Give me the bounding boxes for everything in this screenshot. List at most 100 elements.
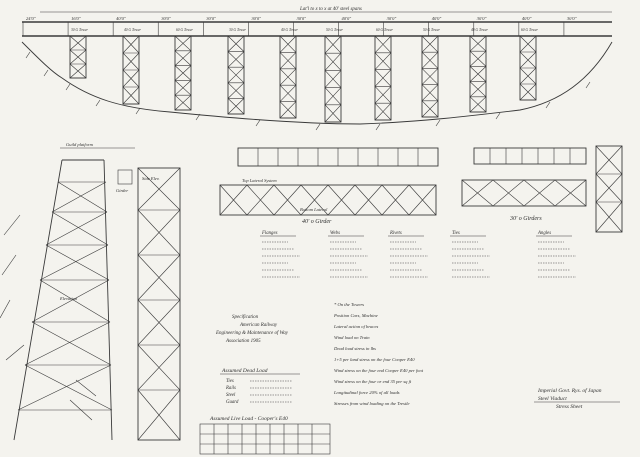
tower-bracing [174,35,192,111]
span-dimension: 40'0" [522,16,532,21]
dead-load-row: Guard [226,400,239,405]
note-line: Stresses from wind loading on the Trestl… [334,401,410,406]
tower-bracing [69,35,87,79]
span-dimension: 16'0" [71,16,81,21]
tower-bracing [421,35,439,118]
title-block: Imperial Govt. Rys. of Japan Steel Viadu… [534,387,620,410]
stress-table-title: Ties [452,231,460,236]
title-line-2: Steel Viaduct [538,396,567,402]
girder-40-plan [219,184,437,216]
ground-hatching [25,51,591,131]
note-line: * On the Towers [334,302,364,307]
tower-legs-elevation [13,159,113,441]
cross-frame [595,145,623,233]
tower-detail-label-a: Elevation [59,296,78,301]
tower-label: 50 G Tower [326,28,343,32]
note-line: Longitudinal force 20% of all loads [333,390,400,395]
tower-label: 60 G Tower [176,28,193,32]
ground-profile [21,41,613,125]
tower-label: 60 G Tower [376,28,393,32]
stress-table-values [390,241,428,278]
tower-detail-label-top: Guild platform [66,142,94,147]
elevation-top-note: Lat'l to x to x at 40' steel spans [299,7,362,12]
girder-section [117,169,133,185]
spec-line-3: Engineering & Maintenance of Way [215,331,289,336]
live-load-grid-lines [200,424,330,454]
tower-detail: Guild platform Elevation Side Elev. Gird… [0,142,181,441]
girder-30-stiffeners [489,148,571,164]
stress-table-values [330,241,368,278]
tower-bracing-side [137,167,181,441]
tower-label: 50 G Tower [423,28,440,32]
live-load-table: Assumed Live Load - Cooper's E40 [199,415,331,455]
span-dimension: 24'0" [26,16,36,21]
girder-40-stiffeners [257,148,419,166]
span-dimension: 40'0" [342,16,352,21]
title-line-1: Imperial Govt. Rys. of Japan [537,387,602,394]
tower-label: 60 G Tower [521,28,538,32]
span-dimension: 30'0" [567,16,577,21]
title-line-3: Stress Sheet [556,404,583,410]
annotation-leaders [0,214,97,421]
trestle-towers: 30 G Tower 40 G Tower 60 G Tower 30 G Tower… [69,28,538,123]
girder-30-detail: 30' o Girders [461,145,623,233]
tower-label: 30 G Tower [71,28,88,32]
tower-label: 40 G Tower [281,28,298,32]
dead-load-row: Rails [225,386,236,391]
note-line: 1+5 per land stress on the four Cooper E… [334,357,415,362]
note-line: Dead load stress in lbs [333,346,376,351]
girder-30-plan [461,179,587,207]
girder-40-bottom-label: Bottom Lateral [300,207,328,212]
stress-table-values [262,241,300,278]
tower-label: 40 G Tower [124,28,141,32]
span-dimension: 30'0" [387,16,397,21]
viaduct-elevation: Lat'l to x to x at 40' steel spans 24'0"… [21,7,613,131]
tower-bracing [374,35,392,121]
stress-table-title: Flanges [261,231,278,236]
stress-table-title: Angles [537,231,551,236]
tower-detail-label-c: Girder [116,188,128,193]
tower-bracing [279,35,297,119]
span-dimension: 40'0" [432,16,442,21]
span-dimension: 30'0" [296,16,306,21]
span-dimension: 40'0" [116,16,126,21]
girder-40-lateral-bracing [219,184,437,216]
dead-load-title: Assumed Dead Load [221,368,268,374]
girder-30-lateral-bracing [461,179,587,207]
specification-note: Specification American Railway Engineeri… [215,315,289,344]
spec-line-2: American Railway [239,323,278,328]
tower-detail-label-b: Side Elev. [142,176,160,181]
span-dimension-labels: 24'0" 16'0" 40'0" 30'0" 30'0" 30'0" 30'0" 40'0"… [22,16,577,36]
spec-line-1: Specification [232,315,259,320]
tower-bracing [469,35,487,113]
tower-bracing [227,35,245,115]
span-dimension: 30'0" [161,16,171,21]
cross-frame-bracing [595,145,623,233]
dead-load-row: Ties [226,379,234,384]
tower-bracing-elevation [17,181,113,411]
stress-table-values [538,241,576,278]
live-load-title: Assumed Live Load - Cooper's E40 [209,415,288,422]
span-dimension: 30'0" [477,16,487,21]
dead-load-row: Steel [226,393,236,398]
tower-label: 40 G Tower [471,28,488,32]
span-dimension: 30'0" [206,16,216,21]
girder-40-title: 40' o Girder [302,218,332,225]
tower-bracing [519,35,537,101]
note-line: Position Cars, Machine [333,313,378,319]
tower-bracing [324,35,342,123]
tower-bracing [122,35,140,105]
tower-label: 30 G Tower [229,28,246,32]
spec-line-4: Association 1905 [225,339,261,344]
tower-side-elevation [137,167,181,441]
span-dimension: 30'0" [251,16,261,21]
note-line: Wind stress on the four end Cooper E40 p… [334,368,424,373]
stress-table-title: Webs [330,231,340,236]
note-line: Wind load on Train [334,335,370,340]
stress-table-values [452,241,490,278]
